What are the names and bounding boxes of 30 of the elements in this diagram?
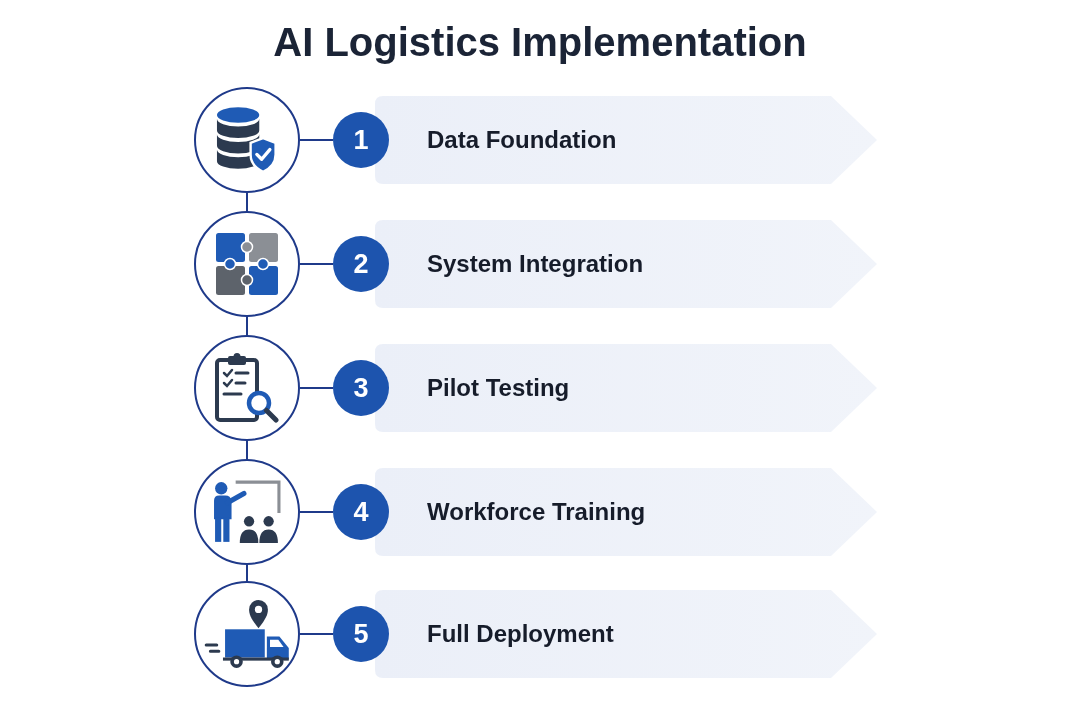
connector-line [246,440,248,460]
step-number: 1 [353,125,369,155]
step-band [375,468,877,556]
step-number: 3 [353,373,369,403]
connector-line [246,316,248,336]
step-number: 5 [353,619,369,649]
connector-line [299,139,334,141]
step-number: 2 [353,249,369,279]
diagram-title: AI Logistics Implementation [273,19,807,66]
step-title: Data Foundation [427,126,617,154]
number-circle [333,360,389,416]
step-number: 4 [353,497,369,527]
number-circle [333,606,389,662]
number-circle [333,484,389,540]
number-circle [333,112,389,168]
step-band [375,344,877,432]
step-title: Pilot Testing [427,374,570,402]
connector-line [299,511,334,513]
step-title: System Integration [427,250,644,278]
step-band [375,96,877,184]
step-title: Full Deployment [427,620,614,648]
number-circle [333,236,389,292]
step-band [375,590,877,678]
step-title: Workforce Training [427,498,646,526]
connector-line [246,192,248,212]
connector-line [299,263,334,265]
connector-line [299,387,334,389]
step-band [375,220,877,308]
connector-line [246,564,248,582]
connector-line [299,633,334,635]
